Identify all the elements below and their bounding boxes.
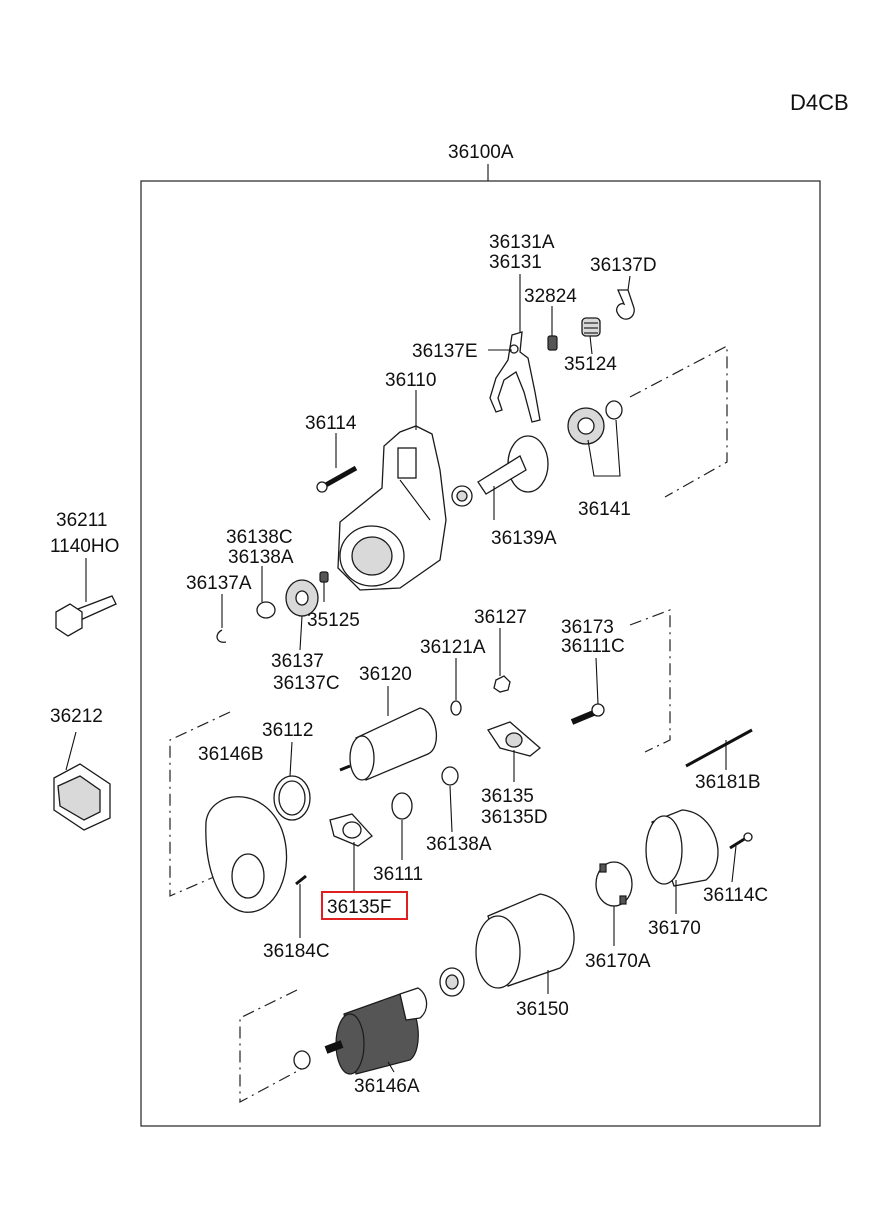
part-label-36146B[interactable]: 36146B: [198, 744, 264, 765]
part-label-36135F[interactable]: 36135F: [327, 897, 391, 918]
screw-36184C-part[interactable]: [295, 874, 307, 886]
part-label-36127[interactable]: 36127: [474, 607, 527, 628]
part-label-36139A[interactable]: 36139A: [491, 528, 557, 549]
washer-36121A-part[interactable]: [450, 700, 462, 716]
shift-lever-part[interactable]: [489, 331, 541, 423]
part-label-36170A[interactable]: 36170A: [585, 951, 651, 972]
part-label-36146A[interactable]: 36146A: [354, 1076, 420, 1097]
assembly-frame: [140, 180, 821, 1127]
part-label-36173[interactable]: 36173: [561, 617, 614, 638]
gear-36137-part[interactable]: [285, 579, 319, 617]
part-label-36111[interactable]: 36111: [373, 864, 423, 885]
engine-code: D4CB: [790, 90, 849, 115]
bolt-36211-part[interactable]: [55, 595, 117, 637]
part-label-1140HO[interactable]: 1140HO: [50, 536, 119, 557]
part-label-36114[interactable]: 36114: [305, 413, 357, 434]
part-label-36137C[interactable]: 36137C: [273, 673, 340, 694]
armature-36146A-part[interactable]: [293, 987, 428, 1075]
gear-36141-part[interactable]: [567, 400, 623, 445]
spring-35124-part[interactable]: [581, 317, 601, 337]
part-label-36120[interactable]: 36120: [359, 664, 412, 685]
solenoid-36120-part[interactable]: [339, 707, 438, 781]
clip-36137A-part[interactable]: [216, 629, 227, 643]
part-label-36137A[interactable]: 36137A: [186, 573, 252, 594]
part-label-36211[interactable]: 36211: [56, 510, 107, 531]
ring-36111-part[interactable]: [391, 792, 413, 820]
part-label-36135D[interactable]: 36135D: [481, 807, 548, 828]
part-label-35125[interactable]: 35125: [307, 610, 360, 631]
yoke-36150-part[interactable]: [475, 893, 575, 989]
housing-36110-part[interactable]: [337, 425, 447, 591]
highlight-box-36135F: [321, 891, 408, 920]
part-label-36141[interactable]: 36141: [578, 499, 631, 520]
pinion-shaft-36139A-part[interactable]: [451, 435, 549, 507]
part-label-36131A[interactable]: 36131A: [489, 232, 555, 253]
dashed-group-lines: [169, 345, 728, 1104]
plate-36135-part[interactable]: [487, 721, 542, 757]
part-label-36112[interactable]: 36112: [262, 720, 313, 741]
screw-36173-part[interactable]: [570, 703, 605, 725]
clip-36137D-part[interactable]: [616, 289, 635, 320]
part-label-36184C[interactable]: 36184C: [263, 941, 330, 962]
part-label-36137E[interactable]: 36137E: [412, 341, 478, 362]
part-label-32824[interactable]: 32824: [524, 286, 577, 307]
part-label-36131[interactable]: 36131: [489, 252, 542, 273]
part-label-36137D[interactable]: 36137D: [590, 255, 657, 276]
part-label-36138A-top[interactable]: 36138A: [228, 547, 294, 568]
bolt-36114-part[interactable]: [316, 465, 358, 493]
nut-36127-part[interactable]: [493, 675, 511, 693]
part-label-36114C[interactable]: 36114C: [703, 885, 768, 906]
part-label-36138A-bottom[interactable]: 36138A: [426, 834, 492, 855]
leader-lines: [65, 274, 737, 1073]
bushing-36138A-part[interactable]: [256, 601, 276, 619]
brush-holder-36170A-part[interactable]: [595, 861, 633, 907]
bearing-part[interactable]: [439, 967, 465, 997]
rod-36181B-part[interactable]: [685, 728, 753, 768]
part-label-36137[interactable]: 36137: [271, 651, 324, 672]
part-label-36150[interactable]: 36150: [516, 999, 569, 1020]
part-label-36111C[interactable]: 36111C: [561, 636, 625, 657]
part-label-36181B[interactable]: 36181B: [695, 772, 761, 793]
spring-35125-part[interactable]: [319, 571, 329, 583]
part-label-36138C[interactable]: 36138C: [226, 527, 293, 548]
part-label-36170[interactable]: 36170: [648, 918, 701, 939]
part-label-36110[interactable]: 36110: [385, 370, 436, 391]
end-cover-36146B-part[interactable]: [205, 796, 288, 913]
connector-36212-part[interactable]: [53, 763, 111, 831]
gasket-36135F-part[interactable]: [329, 813, 373, 847]
gasket-36112-part[interactable]: [273, 775, 311, 821]
assembly-number-label[interactable]: 36100A: [448, 142, 514, 163]
washer-36138A-part[interactable]: [441, 766, 459, 786]
part-label-36121A[interactable]: 36121A: [420, 637, 486, 658]
spring-32824-part[interactable]: [547, 335, 558, 351]
part-label-36212[interactable]: 36212: [50, 706, 103, 727]
part-label-35124[interactable]: 35124: [564, 354, 617, 375]
part-label-36135[interactable]: 36135: [481, 786, 534, 807]
rear-cover-36170-part[interactable]: [645, 809, 719, 887]
screw-36114C-part[interactable]: [729, 832, 753, 850]
